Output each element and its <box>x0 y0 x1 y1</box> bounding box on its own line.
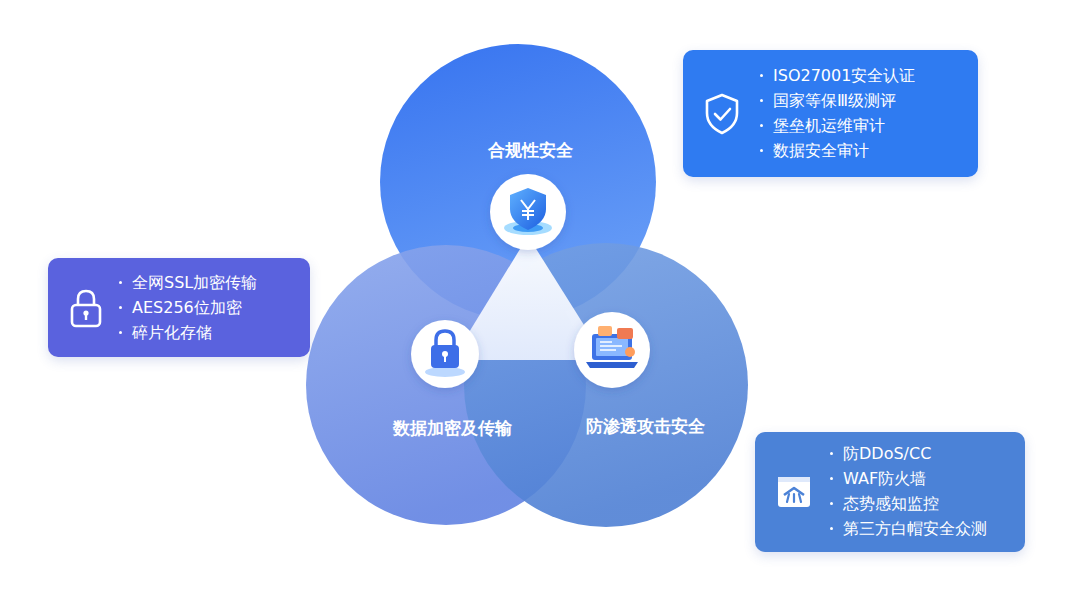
feature-callout: ISO27001安全认证国家等保Ⅲ级测评堡垒机运维审计数据安全审计 <box>683 50 978 177</box>
bullet-row: 全网SSL加密传输 <box>116 270 290 295</box>
bullet-dot <box>119 281 122 284</box>
bullet-text: 数据安全审计 <box>773 141 869 160</box>
bullet-text: 堡垒机运维审计 <box>773 116 885 135</box>
bullet-row: 堡垒机运维审计 <box>757 113 958 138</box>
encryption-icon <box>411 320 479 388</box>
feature-callout: 防DDoS/CC WAF防火墙态势感知监控第三方白帽安全众测 <box>755 432 1025 552</box>
bullet-dot <box>830 502 833 505</box>
bullet-dot <box>760 74 763 77</box>
bullet-dot <box>760 124 763 127</box>
circle-heading: 防渗透攻击安全 <box>586 415 705 438</box>
circle-heading: 数据加密及传输 <box>393 417 512 440</box>
bullet-dot <box>830 452 833 455</box>
bullet-dot <box>760 149 763 152</box>
bullet-row: 数据安全审计 <box>757 138 958 163</box>
circle-heading: 合规性安全 <box>488 139 573 162</box>
attack-defense-icon <box>574 312 650 388</box>
bullet-row: 态势感知监控 <box>827 491 1007 516</box>
bullet-row: 国家等保Ⅲ级测评 <box>757 88 958 113</box>
bullet-row: WAF防火墙 <box>827 466 1007 491</box>
bullet-row: ISO27001安全认证 <box>757 63 958 88</box>
bullet-dot <box>830 527 833 530</box>
bullet-text: 全网SSL加密传输 <box>132 273 257 292</box>
shield-icon <box>703 92 741 136</box>
bullet-dot <box>119 331 122 334</box>
bullet-text: ISO27001安全认证 <box>773 66 915 85</box>
bullet-text: 第三方白帽安全众测 <box>843 519 987 538</box>
bullet-row: 碎片化存储 <box>116 320 290 345</box>
bullet-dot <box>119 306 122 309</box>
bullet-text: AES256位加密 <box>132 298 242 317</box>
bullet-row: AES256位加密 <box>116 295 290 320</box>
bullet-text: 防DDoS/CC <box>843 444 931 463</box>
bullet-text: 国家等保Ⅲ级测评 <box>773 91 896 110</box>
bullet-row: 防DDoS/CC <box>827 441 1007 466</box>
bullet-text: WAF防火墙 <box>843 469 926 488</box>
compliance-icon <box>490 174 566 250</box>
bullet-text: 碎片化存储 <box>132 323 212 342</box>
center-triangle <box>452 236 606 360</box>
bullet-text: 态势感知监控 <box>843 494 939 513</box>
circle-fill <box>464 243 748 527</box>
lock-icon <box>68 287 104 329</box>
firewall-icon <box>775 474 813 510</box>
circle-shape <box>464 243 748 527</box>
bullet-row: 第三方白帽安全众测 <box>827 516 1007 541</box>
security-circle: 防渗透攻击安全 <box>464 243 748 527</box>
bullet-dot <box>760 99 763 102</box>
bullet-dot <box>830 477 833 480</box>
feature-callout: 全网SSL加密传输 AES256位加密碎片化存储 <box>48 258 310 357</box>
